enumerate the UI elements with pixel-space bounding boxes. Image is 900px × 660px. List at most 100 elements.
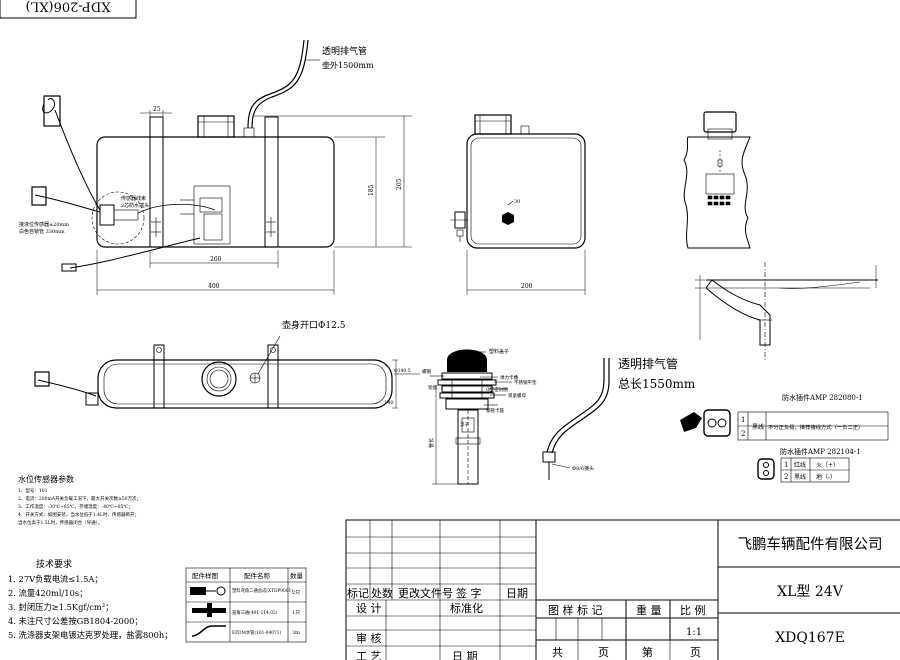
cap-label: 塑料盖子	[489, 348, 509, 355]
hose-detail: 透明排气管 总长1550mm Φ8/6接头	[542, 356, 696, 480]
dim-inner-span: 260	[210, 256, 222, 263]
tech-req-5: 5. 洗涤器支架电镀达克罗处理，盐雾800h；	[8, 630, 173, 640]
tb-rev-file: 更改文件号	[398, 586, 453, 600]
amp2-wire-2: 黑线	[794, 473, 806, 481]
tech-req-4: 4. 未注尺寸公差按GB1804-2000；	[8, 616, 143, 626]
side-view: 30 200	[450, 114, 586, 295]
amp2-pin-1: 1	[784, 461, 788, 469]
dim-height-inner: 185	[368, 184, 375, 196]
left-note-1: 接液位传感器±20mm	[19, 221, 69, 228]
tb-process: 工 艺	[356, 650, 382, 660]
dim-side-width: 200	[521, 283, 533, 290]
connectors: 防水插件AMP 282080-1 1 2 黑线 不分正负极，推荐接线方式（一负二…	[680, 393, 889, 483]
sensor-param-line-5: 当水位高于1.5L时，传感器闭合（导通）。	[18, 519, 102, 526]
cap-top	[447, 349, 487, 372]
cap-label-2: 不锈钢平垫	[514, 379, 537, 386]
amp1-note-1: 不分正负极，推荐接线方式（一负二正）	[768, 423, 863, 431]
tb-rev-count: 处数	[371, 587, 393, 600]
parts-icon-hose	[191, 625, 226, 637]
drawing-number-box: XDP-206(XL)	[0, 0, 137, 19]
dim-height-outer: 205	[396, 178, 403, 190]
amp1-pin-1: 1	[741, 416, 745, 424]
tb-pattern-mark: 图 样 标 记	[548, 603, 603, 617]
tb-page-1: 页	[598, 646, 609, 659]
vent-pipe-length-label: 壶外1500mm	[322, 60, 374, 70]
tb-date: 日 期	[452, 650, 478, 660]
funnel-section	[705, 279, 771, 346]
cap-label-7: 浮子	[460, 421, 469, 428]
amp1-table	[737, 411, 889, 441]
hose-curve	[546, 358, 605, 453]
cap-label-6: 装配	[428, 384, 437, 391]
front-filler-cap	[197, 115, 235, 138]
sensor-params: 水位传感器参数 1、型号：101 2、电流：200mA开关负载工况下，最大开关次…	[18, 474, 141, 526]
section-view	[683, 111, 878, 360]
body-opening-label: 壶身开口Φ12.5	[282, 319, 346, 331]
tb-scale: 比 例	[680, 603, 706, 617]
title-block: 标记 处数 更改文件号 签 字 日期 设 计 标准化 审 核 工 艺 日 期 图…	[345, 519, 900, 660]
dim-top-offset: 25	[153, 106, 161, 113]
parts-row-3-name: EPDM水管(101-04071)	[232, 629, 281, 636]
tb-rev-date: 日期	[506, 587, 528, 600]
drawing-number-text: XDP-206(XL)	[26, 0, 111, 14]
sensor-param-line-3: 3、工作温度：-30℃~85℃，存储温度：-40℃~85℃；	[18, 503, 133, 510]
sensor-param-line-2: 2、电流：200mA开关负载工况下，最大开关次数≥50万次；	[18, 495, 141, 502]
tb-design: 设 计	[356, 602, 382, 615]
tb-total: 共	[552, 646, 563, 659]
parts-row-3-qty: 3m	[292, 630, 300, 636]
sensor-param-line-4: 4、开关方式：如图安装，当水位低于1.4L时，传感器断开；	[18, 511, 139, 518]
parts-row-1-name: 塑料弯角二通总成(XTDP9001)	[232, 587, 293, 594]
top-view: 壶身开口Φ12.5 140	[34, 319, 398, 409]
tech-req-2: 2. 流量420ml/10s；	[8, 588, 87, 598]
amp2-note-2: 地（-）	[816, 473, 836, 481]
side-label-30: 30	[514, 199, 520, 205]
cap-detail: 塑料盖子 弹力卡槽 不锈钢平垫 O型密封圈 锁紧螺母 钢管卡箍 装配 浮子 螺帽…	[394, 348, 537, 485]
tech-requirements: 技术要求 1. 27V负载电流≤1.5A； 2. 流量420ml/10s； 3.…	[8, 558, 173, 640]
front-view: 透明排气管 壶外1500mm 传感器线束 2芯防水插头 接液位传感器±20mm	[19, 39, 412, 295]
amp2-note-1: 火（+）	[816, 462, 839, 469]
parts-header-qty: 数量	[290, 571, 304, 580]
parts-icon-tee	[192, 603, 226, 617]
parts-icon-elbow	[190, 586, 226, 596]
sensor-param-line-1: 1、型号：101	[18, 487, 48, 494]
parts-header-image: 配件样图	[192, 571, 218, 580]
amp1-plug-icon	[680, 409, 731, 437]
amp2-table	[780, 457, 850, 483]
tb-rev-mark: 标记	[347, 586, 369, 600]
amp2-pin-2: 2	[784, 473, 788, 481]
tb-company: 飞鹏车辆配件有限公司	[738, 536, 883, 553]
tech-req-title: 技术要求	[36, 558, 72, 570]
side-nut-hexagon	[502, 212, 514, 225]
tb-nth: 第	[642, 645, 653, 659]
front-vent-pipe	[247, 39, 305, 129]
tb-weight: 重 量	[636, 603, 662, 617]
parts-row-2-name: 直角三通(401-214.02)	[232, 609, 278, 616]
tb-rev-sign: 签 字	[456, 586, 482, 600]
top-tank-body	[97, 359, 393, 409]
top-filler-cap	[201, 361, 237, 397]
hose-end-note: Φ8/6接头	[572, 465, 594, 472]
tb-drawing-no: XDQ167E	[775, 630, 845, 646]
parts-row-2-qty: 1只	[292, 610, 300, 616]
tech-req-1: 1. 27V负载电流≤1.5A；	[8, 574, 103, 584]
left-note-2: 白色自锁管 330mm	[19, 228, 65, 235]
tb-standardize: 标准化	[450, 601, 483, 615]
amp2-plug-icon	[757, 458, 775, 480]
parts-header-name: 配件名称	[244, 571, 271, 580]
tb-scale-value: 1:1	[686, 627, 702, 638]
amp2-title: 防水插件AMP 282104-1	[780, 447, 861, 456]
tech-req-3: 3. 封闭压力≥1.5Kgf/cm²；	[8, 602, 113, 612]
dim-top-right: 140	[384, 400, 394, 406]
cap-label-8: 螺帽	[422, 368, 431, 375]
parts-table: 配件样图 配件名称 数量 塑料弯角二通总成(XTDP9001) 2只 直角三通(…	[185, 567, 307, 643]
tb-check: 审 核	[356, 631, 382, 645]
tb-page-2: 页	[690, 646, 701, 659]
amp2-wire-1: 红线	[794, 461, 806, 469]
side-filler-cap	[474, 114, 512, 135]
cap-vertical-dim: 管长	[428, 438, 435, 448]
cap-label-4: 锁紧螺母	[508, 392, 526, 399]
dim-total-length: 400	[208, 283, 220, 290]
side-tank-body	[466, 133, 586, 249]
cap-label-1: 弹力卡槽	[500, 374, 518, 381]
